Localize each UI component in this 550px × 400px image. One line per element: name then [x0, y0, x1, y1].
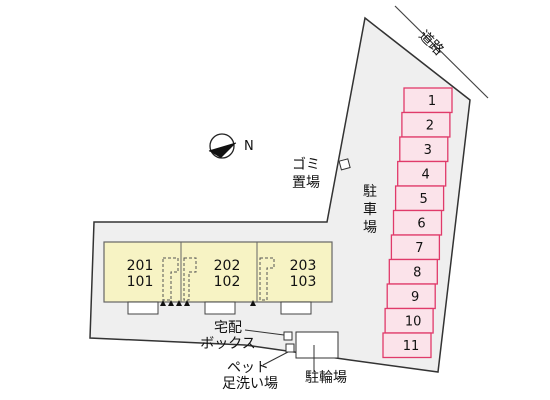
parking-label-1: 駐 [363, 184, 377, 200]
porch-box-2 [204, 301, 236, 315]
unit-103-label: 103 [290, 274, 317, 290]
garbage-area-label-1: ゴミ [292, 156, 320, 173]
parking-space-label-7: 7 [415, 241, 423, 256]
parking-space-label-11: 11 [403, 339, 420, 354]
parking-space-label-3: 3 [424, 143, 432, 158]
parking-space-11 [382, 332, 432, 359]
porch-box-1 [127, 301, 159, 315]
parking-space-label-4: 4 [422, 168, 430, 183]
road-label: 道路 [415, 28, 446, 59]
bicycle-parking-label: 駐輪場 [305, 369, 347, 386]
road-edge-line [394, 5, 489, 99]
parking-space-7 [390, 234, 441, 261]
unit-203-label: 203 [290, 258, 317, 274]
parking-space-1 [403, 87, 453, 114]
pet-foot-wash-leader [262, 351, 289, 366]
parking-space-10 [384, 307, 434, 334]
garbage-area-box [338, 158, 351, 171]
unit-201-label: 201 [127, 258, 154, 274]
parking-space-5 [394, 185, 445, 212]
parking-space-label-1: 1 [428, 94, 436, 109]
unit-102-label: 102 [214, 274, 241, 290]
unit-202-label: 202 [214, 258, 241, 274]
apartment-building [103, 241, 333, 303]
delivery-box [283, 331, 293, 341]
parking-space-6 [392, 209, 443, 236]
pet-foot-wash-label-2: 足洗い場 [222, 376, 278, 392]
entrance-markers [160, 300, 256, 306]
pet-foot-wash-label-1: ペット [227, 360, 269, 376]
compass-icon [208, 133, 237, 159]
parking-label-2: 車 [363, 201, 377, 218]
parking-space-label-2: 2 [426, 119, 434, 134]
compass-north-label: N [244, 139, 254, 154]
parking-space-label-5: 5 [419, 192, 427, 207]
delivery-box-label-2: ボックス [200, 336, 256, 352]
porch-box-3 [280, 301, 312, 315]
parking-space-label-9: 9 [411, 290, 419, 305]
parking-space-label-8: 8 [413, 266, 421, 281]
pet-foot-wash-box [285, 343, 295, 353]
parking-space-label-6: 6 [417, 217, 425, 232]
delivery-box-leader [244, 329, 285, 336]
unit-101-label: 101 [127, 274, 154, 290]
parking-space-label-10: 10 [405, 315, 422, 330]
bicycle-parking-box [295, 331, 339, 359]
parking-spaces: 1 2 3 4 5 6 7 8 9 10 11 [382, 87, 453, 359]
delivery-box-label-1: 宅配 [214, 320, 242, 336]
parking-space-2 [401, 111, 451, 138]
parking-label-3: 場 [363, 220, 377, 236]
garbage-area-label-2: 置場 [292, 175, 320, 191]
